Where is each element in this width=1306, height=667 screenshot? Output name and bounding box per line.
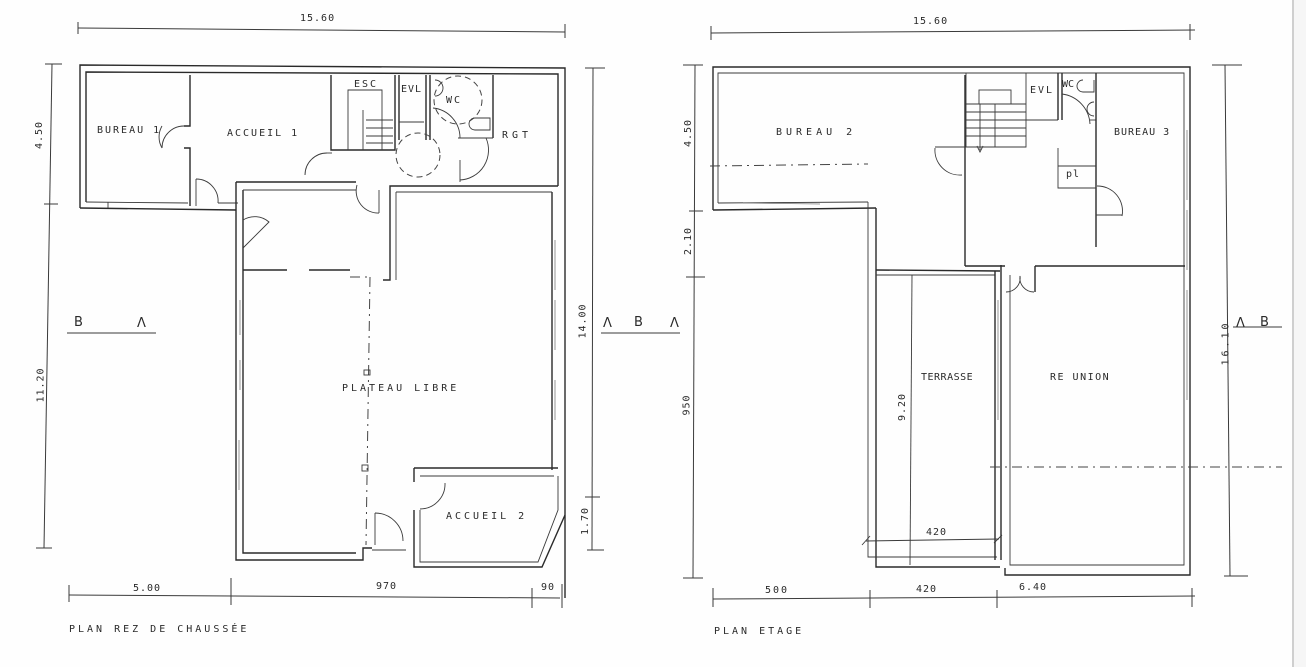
room-label-evl-upper: EVL [1030, 85, 1055, 96]
section-marker-b-ground-right: B [634, 315, 643, 330]
room-label-plateau-libre: PLATEAU LIBRE [342, 383, 460, 394]
ground-top-width-dim: 15.60 [300, 13, 336, 24]
upper-left-mid-dim: 2.10 [683, 226, 695, 256]
ground-plan-title: PLAN REZ DE CHAUSSÉE [69, 624, 250, 635]
section-marker-b-upper-right: B [1260, 315, 1269, 330]
ground-left-lower-dim: 11.20 [35, 367, 47, 403]
room-label-accueil1: ACCUEIL 1 [227, 128, 300, 139]
room-label-terrasse: TERRASSE [921, 372, 974, 383]
section-marker-a1-ground-right: Λ [603, 316, 612, 331]
section-marker-a2-ground-right: Λ [670, 316, 679, 331]
vertical-scrollbar[interactable] [1292, 0, 1306, 667]
room-label-wc-upper: WC [1062, 79, 1075, 90]
ground-right-lower-dim: 1.70 [580, 506, 592, 536]
room-label-wc: WC [446, 95, 463, 106]
room-label-bureau2: BUREAU 2 [776, 127, 857, 138]
upper-top-width-dim: 15.60 [913, 16, 949, 27]
ground-bottom-right-dim: 90 [541, 582, 556, 593]
room-label-pl: pl [1066, 169, 1081, 180]
ground-floor-plan [36, 22, 680, 608]
section-marker-a-upper-right: Λ [1236, 316, 1245, 331]
ground-bottom-left-dim: 5.00 [133, 583, 162, 594]
upper-bottom-mid-dim: 420 [916, 584, 938, 595]
upper-left-lower-dim: 950 [681, 394, 693, 416]
section-marker-b-left: B [74, 315, 83, 330]
room-label-accueil2: ACCUEIL 2 [446, 511, 528, 522]
room-label-reunion: RE UNION [1050, 372, 1111, 383]
ground-right-main-dim: 14.00 [577, 303, 589, 339]
upper-plan-title: PLAN ETAGE [714, 626, 805, 637]
upper-bottom-right-dim: 6.40 [1019, 582, 1048, 593]
terrasse-width-dim: 420 [926, 527, 948, 538]
upper-right-total-dim: 16.10 [1220, 320, 1232, 366]
upper-bottom-left-dim: 500 [765, 585, 790, 596]
upper-floor-plan [683, 24, 1282, 608]
upper-left-upper-dim: 4.50 [683, 118, 695, 148]
room-label-evl: EVL [401, 84, 423, 95]
section-marker-a-left: Λ [137, 316, 146, 331]
room-label-bureau3: BUREAU 3 [1114, 127, 1171, 138]
room-label-esc: ESC [354, 79, 379, 90]
ground-left-upper-dim: 4.50 [34, 120, 46, 150]
terrasse-height-dim: 9.20 [897, 392, 909, 422]
room-label-rgt: RGT [502, 130, 533, 141]
ground-bottom-mid-dim: 970 [376, 581, 398, 592]
room-label-bureau1: BUREAU 1 [97, 125, 162, 136]
